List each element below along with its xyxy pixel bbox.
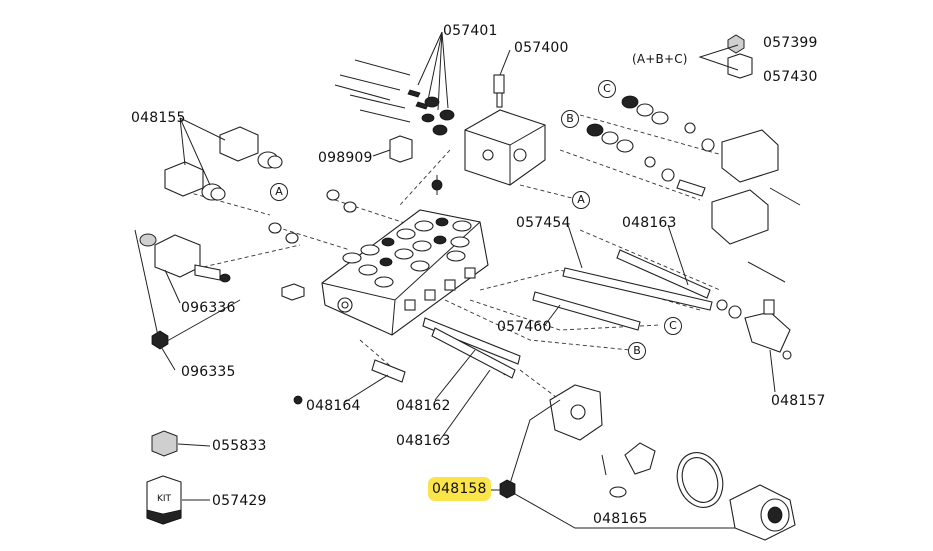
part-label-048155: 048155 xyxy=(131,110,186,126)
part-label-048158-highlighted: 048158 xyxy=(428,477,491,501)
part-label-057401: 057401 xyxy=(443,23,498,39)
valve-block xyxy=(321,209,489,336)
connector-parts xyxy=(164,126,357,244)
part-label-057399: 057399 xyxy=(763,35,818,51)
solenoid-parts xyxy=(139,233,305,301)
kit-icons xyxy=(146,34,753,525)
upper-spool-sets xyxy=(586,95,801,283)
top-cover-body xyxy=(464,74,546,186)
elbow-fitting xyxy=(744,299,792,360)
part-label-048163-top: 048163 xyxy=(622,215,677,231)
part-label-048157: 048157 xyxy=(771,393,826,409)
part-label-057460: 057460 xyxy=(497,319,552,335)
part-label-055833: 055833 xyxy=(212,438,267,454)
top-bolts xyxy=(334,59,455,195)
part-label-096335: 096335 xyxy=(181,364,236,380)
part-label-048165: 048165 xyxy=(593,511,648,527)
leader-lines xyxy=(134,31,776,529)
part-label-048164: 048164 xyxy=(306,398,361,414)
spool-parts xyxy=(422,249,742,379)
part-label-048162: 048162 xyxy=(396,398,451,414)
part-label-048163-bottom: 048163 xyxy=(396,433,451,449)
section-marker-b-upper: B xyxy=(561,110,579,128)
part-label-096336: 096336 xyxy=(181,300,236,316)
part-label-057400: 057400 xyxy=(514,40,569,56)
part-label-057454: 057454 xyxy=(516,215,571,231)
section-marker-b-lower: B xyxy=(628,342,646,360)
section-marker-a-upper: A xyxy=(270,183,288,201)
part-label-098909: 098909 xyxy=(318,150,373,166)
group-label-abc: (A+B+C) xyxy=(632,52,688,66)
pump-assembly xyxy=(549,384,796,541)
kit-box-text: KIT xyxy=(157,494,172,504)
section-marker-c-upper: C xyxy=(598,80,616,98)
part-label-057430: 057430 xyxy=(763,69,818,85)
section-marker-c-lower: C xyxy=(664,317,682,335)
section-marker-a-lower: A xyxy=(572,191,590,209)
part-label-057429: 057429 xyxy=(212,493,267,509)
